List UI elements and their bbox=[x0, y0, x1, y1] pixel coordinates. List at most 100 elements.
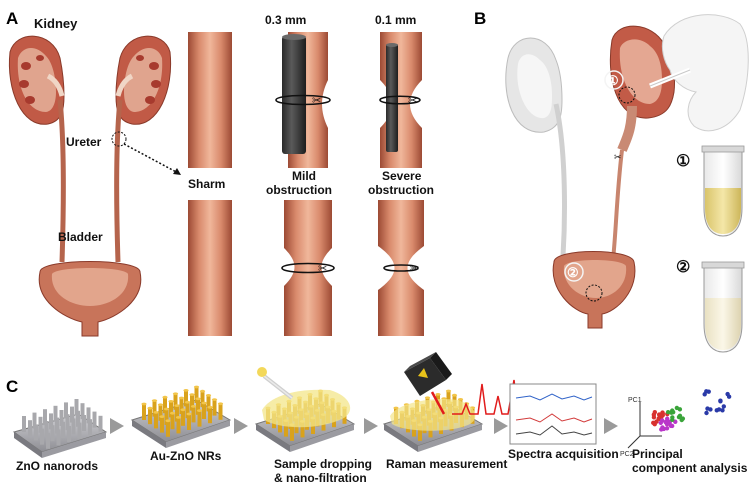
nanorod bbox=[418, 424, 422, 441]
pipette-tip-icon bbox=[257, 367, 267, 377]
severe-glass-rod bbox=[386, 44, 398, 152]
nanorod bbox=[170, 413, 175, 430]
gold-cap bbox=[162, 395, 168, 399]
gold-cap bbox=[424, 396, 431, 400]
nanorod bbox=[200, 391, 205, 408]
nanorod bbox=[191, 406, 196, 423]
nanorod bbox=[208, 407, 212, 424]
laser-beam bbox=[430, 391, 446, 415]
severe-rod-size: 0.1 mm bbox=[375, 13, 416, 27]
nanorod bbox=[176, 417, 181, 434]
ureter-pointer-arrow bbox=[123, 143, 181, 175]
gold-cap bbox=[159, 415, 165, 418]
step-5-label: Spectra acquisition bbox=[508, 447, 619, 461]
gold-cap bbox=[195, 397, 201, 401]
nanorod bbox=[190, 394, 194, 411]
gold-cap bbox=[207, 405, 213, 409]
nanorod bbox=[154, 412, 158, 429]
gold-cap bbox=[435, 393, 441, 396]
nanorod bbox=[50, 425, 55, 442]
pca-point bbox=[676, 414, 682, 420]
step-4-label: Raman measurement bbox=[386, 457, 507, 471]
nanorod bbox=[88, 419, 92, 436]
gold-cap bbox=[217, 402, 224, 406]
panel-b-letter: B bbox=[474, 9, 486, 28]
mild-label-line1: Mild bbox=[292, 169, 316, 183]
nanorod bbox=[76, 410, 80, 427]
left-kidney bbox=[8, 35, 65, 125]
nanorod bbox=[32, 412, 37, 429]
nanorod bbox=[49, 413, 53, 430]
step-arrow-icon bbox=[110, 418, 124, 434]
step-arrow-icon bbox=[494, 418, 508, 434]
spectra-plot bbox=[509, 383, 597, 445]
nanorod bbox=[53, 405, 58, 422]
raman-laser-head bbox=[404, 352, 452, 396]
step-arrow-icon bbox=[234, 418, 248, 434]
gold-cap bbox=[445, 389, 452, 393]
nanorod bbox=[59, 410, 64, 426]
pca-scatter: PC1 PC2 bbox=[620, 389, 732, 458]
pca-point bbox=[665, 410, 671, 415]
nanorod bbox=[290, 424, 294, 441]
au-zno-substrate bbox=[130, 385, 232, 448]
pca-point bbox=[664, 426, 670, 431]
severe-label-line1: Severe bbox=[382, 169, 422, 183]
nanorod bbox=[158, 404, 163, 421]
nanorod bbox=[44, 421, 49, 437]
operated-ureter bbox=[610, 149, 624, 269]
panel-c: C ZnO nanorods Au-ZnO NRs bbox=[6, 352, 748, 485]
gold-cap bbox=[190, 405, 197, 408]
nanorod bbox=[181, 409, 185, 426]
mild-rod-size: 0.3 mm bbox=[265, 13, 306, 27]
gold-cap bbox=[451, 393, 458, 397]
gold-cap bbox=[168, 400, 174, 403]
pca-point bbox=[660, 412, 665, 418]
pca-point bbox=[656, 416, 661, 421]
panel-c-letter: C bbox=[6, 377, 18, 396]
severe-suture-bottom bbox=[383, 264, 419, 272]
pca-point bbox=[670, 417, 675, 423]
nanorod bbox=[82, 415, 86, 431]
nanorod bbox=[40, 428, 44, 445]
gold-cap bbox=[153, 411, 159, 414]
tube-1-label: ① bbox=[676, 153, 690, 170]
pca-axis-pc1: PC1 bbox=[628, 397, 642, 404]
ureter-label: Ureter bbox=[66, 135, 102, 149]
nanorod bbox=[38, 416, 43, 433]
nanorod bbox=[446, 391, 451, 407]
tube-2-label: ② bbox=[676, 259, 690, 276]
scissors-icon: ✂ bbox=[614, 152, 622, 162]
nanorod bbox=[92, 411, 97, 428]
nanorod bbox=[67, 426, 71, 442]
step-2-label: Au-ZnO NRs bbox=[150, 449, 222, 463]
nanorod bbox=[187, 414, 191, 430]
gold-cap bbox=[196, 409, 203, 412]
nanorod bbox=[169, 401, 173, 418]
gold-cap bbox=[457, 398, 464, 401]
left-ureter bbox=[57, 99, 66, 263]
nanorod bbox=[98, 415, 103, 432]
nanorod bbox=[202, 403, 206, 419]
step-3-label-line2: & nano-filtration bbox=[274, 471, 367, 485]
gold-cap bbox=[174, 404, 180, 407]
severe-segment-bottom bbox=[378, 200, 424, 336]
scissors-icon: ✂ bbox=[318, 263, 327, 275]
gold-cap bbox=[199, 389, 206, 393]
gold-cap bbox=[180, 408, 186, 412]
nanorod bbox=[300, 421, 305, 438]
sharm-label: Sharm bbox=[188, 177, 225, 191]
step-arrow-icon bbox=[604, 418, 618, 434]
pca-axis-pc2: PC2 bbox=[620, 451, 634, 458]
nanorod bbox=[55, 417, 59, 434]
nanorod bbox=[65, 414, 70, 431]
pca-point bbox=[704, 389, 709, 394]
pca-point bbox=[656, 412, 662, 417]
nanorod bbox=[185, 402, 190, 419]
nanorod bbox=[196, 398, 200, 415]
nanorod bbox=[163, 397, 167, 414]
sample-site-1-circle bbox=[618, 86, 636, 104]
pca-point bbox=[652, 422, 657, 427]
sample-site-2-circle bbox=[585, 284, 603, 302]
